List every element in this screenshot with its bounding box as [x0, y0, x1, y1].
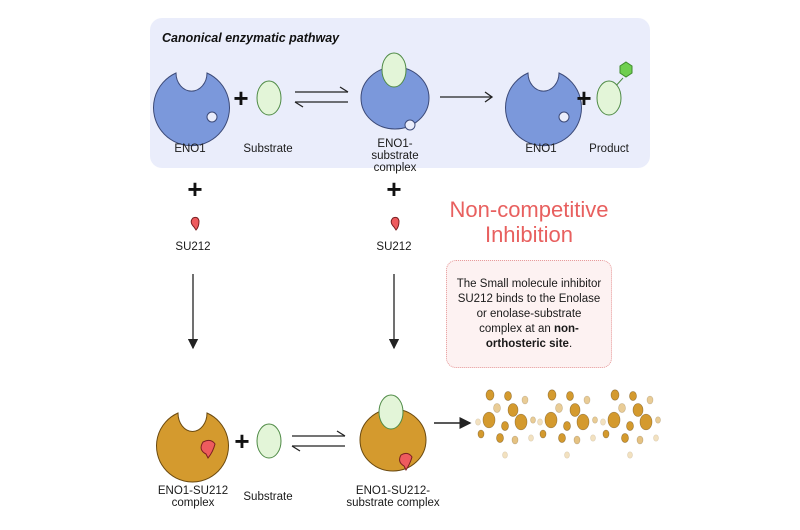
label-complex-2: substrate [371, 150, 419, 162]
mechanism-note: The Small molecule inhibitor SU212 binds… [446, 260, 612, 368]
enzyme-fragment [566, 391, 574, 401]
label-complex-1: ENO1- [377, 138, 413, 150]
substrate-bottom [256, 423, 282, 459]
enzyme-fragment [511, 435, 519, 445]
enzyme-fragment [485, 389, 495, 401]
enzyme-fragment [590, 434, 596, 442]
note-text-bold: non-orthosteric site [485, 322, 579, 350]
label-substrate: Substrate [243, 143, 293, 155]
heading-line-2: Inhibition [484, 222, 574, 247]
su212-molecule-left [190, 216, 200, 231]
enzyme-fragment [501, 421, 509, 431]
enzyme-fragment [639, 413, 653, 431]
enzyme-fragment [618, 403, 626, 413]
label-eno1-left: ENO1 [174, 143, 206, 155]
enzyme-fragment [482, 411, 496, 429]
enzyme-fragment [504, 391, 512, 401]
enzyme-fragment [493, 403, 501, 413]
product [596, 61, 633, 116]
enzyme-fragment [610, 389, 620, 401]
enzyme-fragment [592, 416, 598, 424]
enzyme-fragment [576, 413, 590, 431]
enzyme-fragment [583, 395, 591, 405]
plus-sign: + [386, 174, 402, 204]
inhibition-heading: Non-competitive Inhibition [445, 197, 613, 247]
equilibrium-arrow-bottom [291, 430, 346, 452]
label-eno1-su212-1: ENO1-SU212 [157, 485, 229, 497]
enzyme-fragment [600, 418, 606, 426]
label-complex-3: complex [373, 162, 417, 174]
label-su212-right: SU212 [376, 241, 412, 253]
enzyme-fragment [528, 434, 534, 442]
eno1-enzyme-left [153, 72, 230, 147]
enzyme-fragment [636, 435, 644, 445]
su212-molecule-right [390, 216, 400, 231]
eno1-su212-complex [156, 412, 229, 483]
enzyme-fragment [477, 429, 485, 439]
enzyme-fragment [496, 433, 504, 443]
eno1-substrate-complex [360, 52, 430, 131]
note-text: The Small molecule inhibitor SU212 binds… [455, 277, 603, 352]
enzyme-fragment [607, 411, 621, 429]
label-eno1-su212-2: complex [171, 497, 215, 509]
enzyme-fragment [564, 451, 570, 459]
label-ternary-2: substrate complex [346, 497, 440, 509]
enzyme-fragment [539, 429, 547, 439]
enzyme-fragment [563, 421, 571, 431]
enzyme-fragment [502, 451, 508, 459]
enzyme-fragment [653, 434, 659, 442]
label-substrate-bottom: Substrate [243, 491, 293, 503]
enzyme-fragment [627, 451, 633, 459]
plus-sign: + [234, 426, 250, 456]
enzyme-fragment [537, 418, 543, 426]
plus-sign: + [233, 83, 249, 113]
label-su212-left: SU212 [175, 241, 211, 253]
heading-line-1: Non-competitive [449, 197, 609, 222]
enzyme-fragment [626, 421, 634, 431]
enzyme-fragment [555, 403, 563, 413]
enzyme-fragment [602, 429, 610, 439]
enzyme-fragment [514, 413, 528, 431]
substrate-top [256, 80, 282, 116]
note-text-plain: The Small molecule inhibitor SU212 binds… [456, 277, 602, 335]
enzyme-fragment [475, 418, 481, 426]
enzyme-fragment [629, 391, 637, 401]
degraded-fragments [475, 389, 661, 459]
equilibrium-arrow-top [294, 86, 349, 108]
enzyme-fragment [573, 435, 581, 445]
panel-title: Canonical enzymatic pathway [162, 31, 340, 45]
enzyme-fragment [632, 403, 644, 417]
eno1-su212-substrate-complex [359, 394, 427, 472]
enzyme-fragment [558, 433, 566, 443]
forward-arrow [440, 91, 494, 103]
enzyme-fragment [646, 395, 654, 405]
plus-sign: + [187, 174, 203, 204]
label-product: Product [589, 143, 629, 155]
enzyme-fragment [507, 403, 519, 417]
enzyme-fragment [544, 411, 558, 429]
plus-sign: + [576, 83, 592, 113]
enzyme-fragment [521, 395, 529, 405]
label-ternary-1: ENO1-SU212- [355, 485, 431, 497]
enzyme-fragment [530, 416, 536, 424]
enzyme-fragment [569, 403, 581, 417]
label-eno1-right: ENO1 [525, 143, 557, 155]
enzyme-fragment [547, 389, 557, 401]
eno1-enzyme-right [505, 72, 582, 147]
enzyme-fragment [655, 416, 661, 424]
note-text-end: . [568, 337, 573, 350]
enzyme-fragment [621, 433, 629, 443]
